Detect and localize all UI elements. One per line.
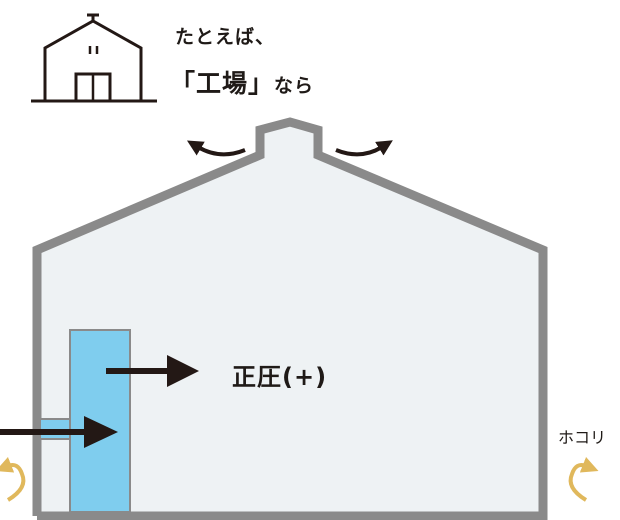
- caption-suffix: なら: [274, 75, 315, 97]
- dust-curl-arrow-right-icon: [568, 456, 599, 502]
- dust-label: ホコリ: [558, 428, 607, 447]
- house-icon: [31, 13, 157, 103]
- caption-factory: 「工場」: [170, 69, 275, 98]
- dust-curl-arrow-left-icon: [0, 456, 26, 502]
- roof-exhaust-arrow-right-icon: [335, 140, 393, 157]
- pressure-label: 正圧(+): [232, 363, 328, 391]
- caption-line-1: たとえば、: [175, 26, 276, 48]
- factory-wall: [32, 117, 548, 520]
- roof-exhaust-arrow-left-icon: [186, 140, 246, 157]
- factory-interior: [37, 122, 543, 516]
- fan-unit: [69, 329, 131, 513]
- caption-line-2: 「工場」なら: [170, 64, 314, 100]
